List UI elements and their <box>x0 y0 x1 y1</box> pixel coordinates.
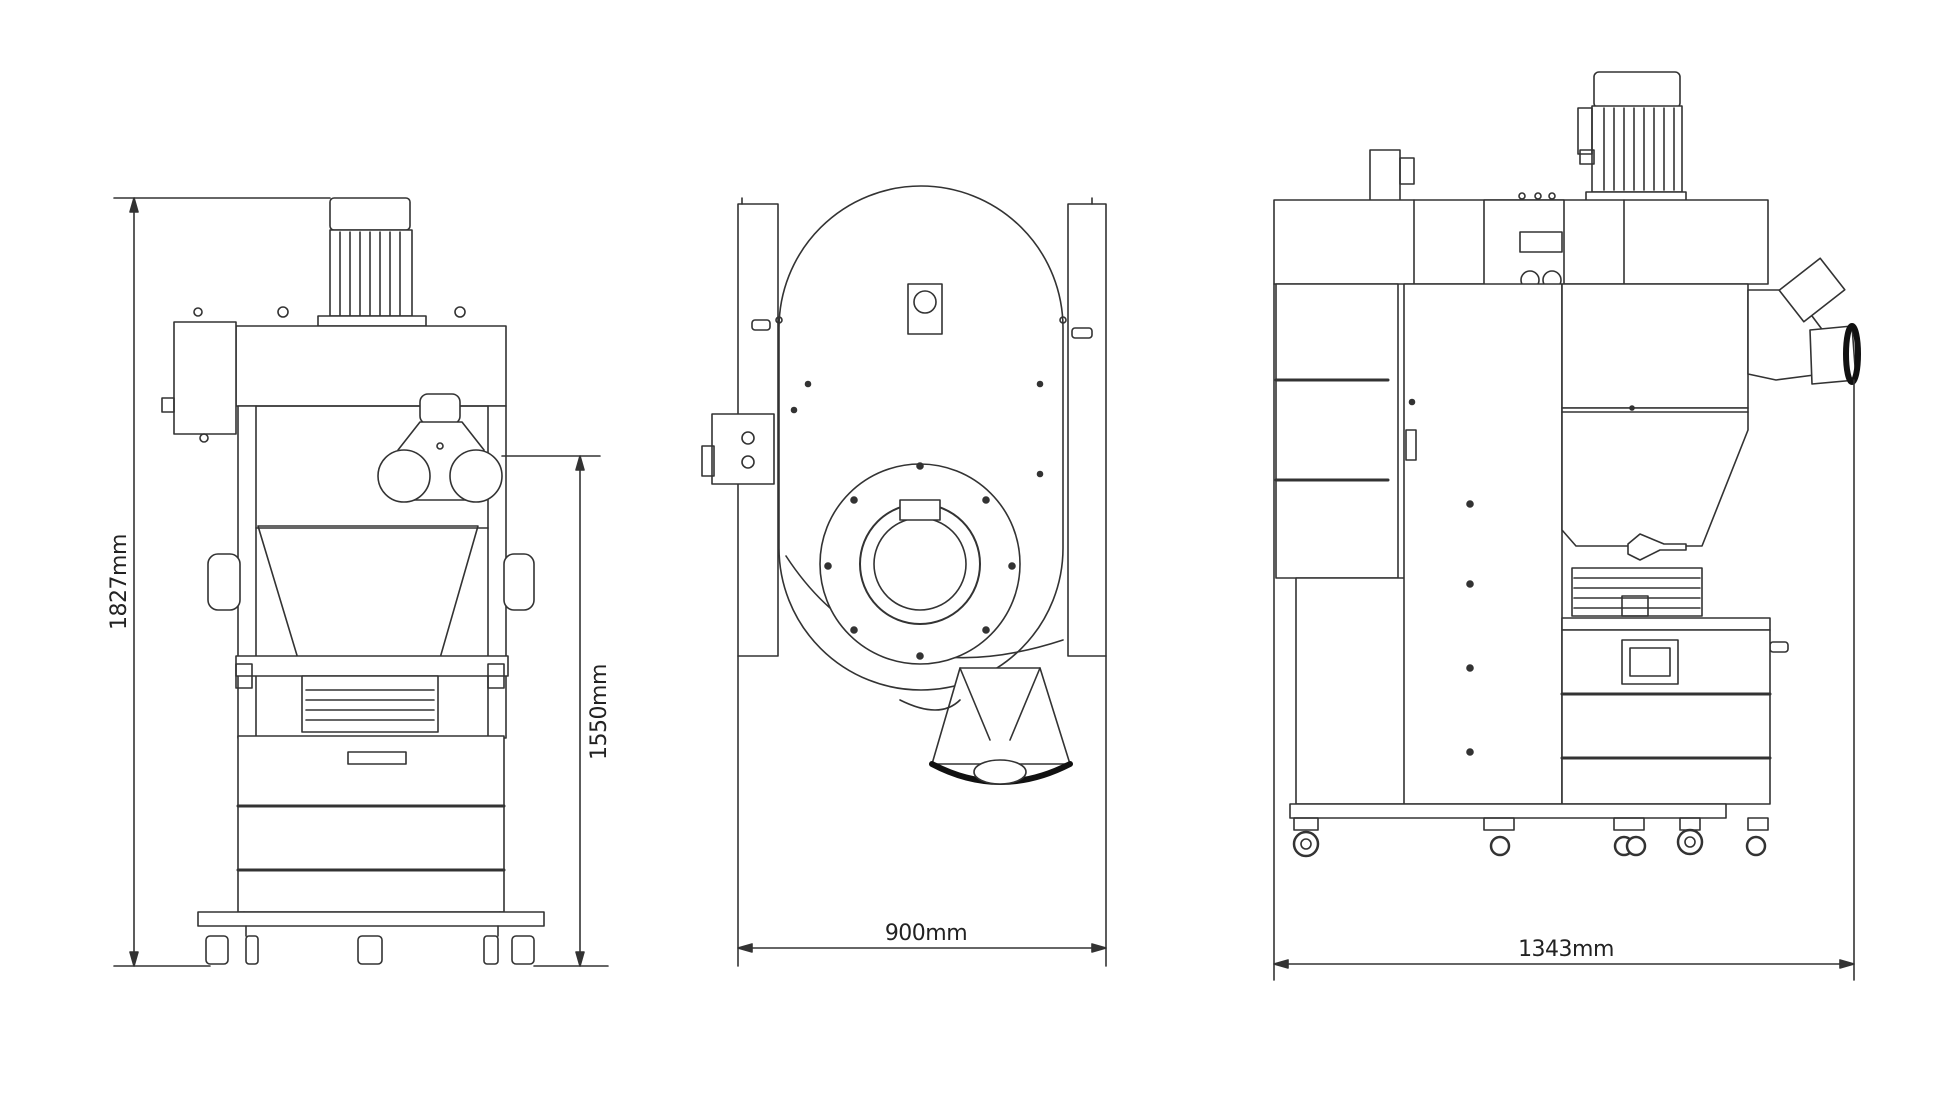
label-total-height: 1827mm <box>107 534 132 630</box>
rear-view <box>1273 71 1861 858</box>
side-view <box>701 185 1107 785</box>
label-width: 900mm <box>885 921 967 946</box>
dimension-total-height <box>113 197 331 967</box>
front-motor <box>317 197 427 327</box>
label-inlet-height: 1550mm <box>587 664 612 760</box>
front-casters <box>205 935 535 965</box>
side-outlet-flange <box>819 462 1021 665</box>
dimension-depth <box>1273 283 1855 981</box>
rear-motor <box>1577 71 1687 203</box>
front-view <box>161 197 601 965</box>
rear-inlet <box>1747 257 1861 385</box>
dimension-width <box>737 655 1107 967</box>
dimension-inlet-height <box>533 455 609 967</box>
label-depth: 1343mm <box>1518 937 1614 962</box>
front-inlet <box>377 393 601 503</box>
rear-casters <box>1292 817 1769 858</box>
